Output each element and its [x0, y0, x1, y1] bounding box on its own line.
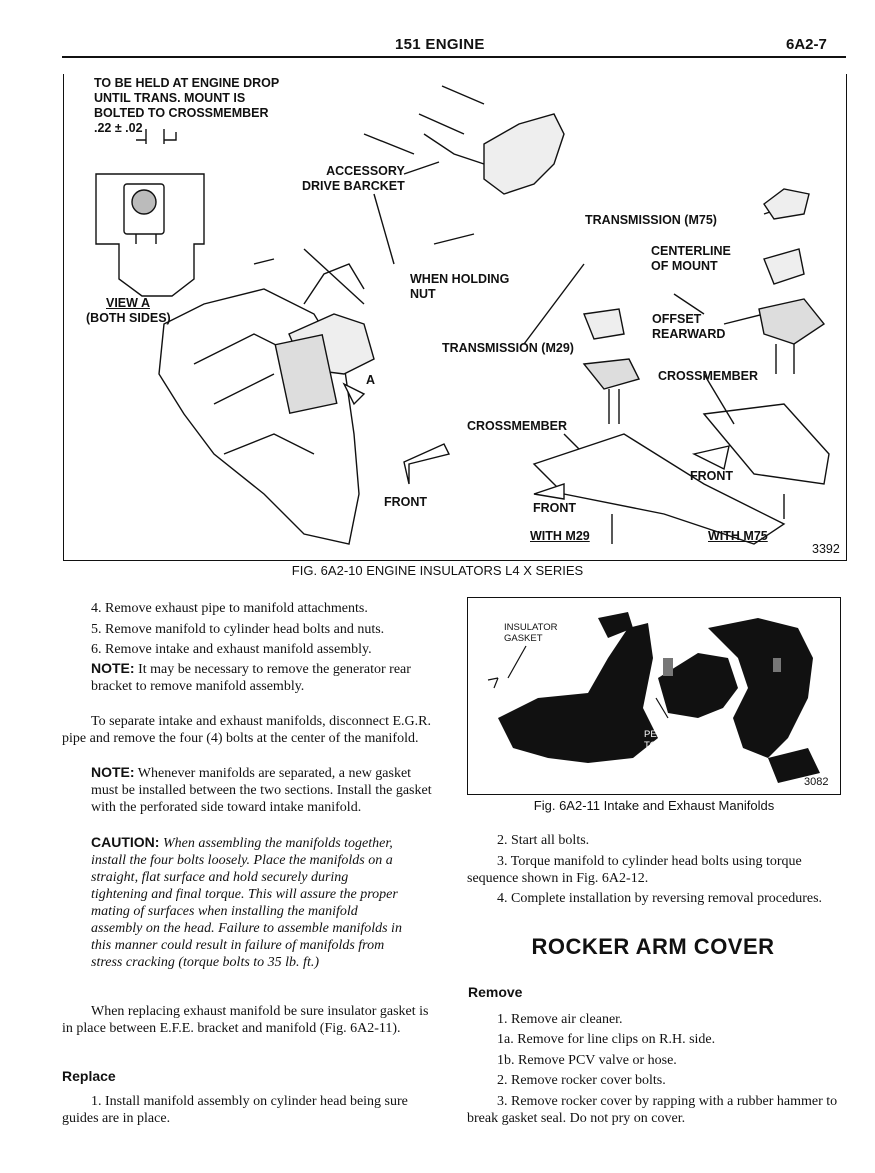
page-header-title: 151 ENGINE	[395, 36, 485, 53]
step-complete-installation: 4. Complete installation by reversing re…	[497, 891, 823, 906]
fig1-label-arrow-a: A	[366, 373, 376, 387]
section-title-rocker-arm-cover: ROCKER ARM COVER	[531, 934, 775, 959]
header-rule	[62, 56, 846, 58]
caution-assembly: CAUTION: When assembling the manifolds t…	[91, 834, 403, 971]
manifold-photo	[468, 598, 840, 794]
note-label: NOTE:	[91, 764, 135, 780]
figure-engine-insulators: TO BE HELD AT ENGINE DROP UNTIL TRANS. M…	[63, 74, 847, 561]
fig1-label-front-mid: FRONT	[533, 501, 577, 515]
paragraph-separate-manifolds: To separate intake and exhaust manifolds…	[62, 714, 431, 746]
note-new-gasket: NOTE: Whenever manifolds are separated, …	[91, 764, 437, 816]
figure1-caption: FIG. 6A2-10 ENGINE INSULATORS L4 X SERIE…	[291, 563, 584, 578]
fig1-label-front-right: FRONT	[690, 469, 734, 483]
figure-intake-exhaust-manifolds: INSULATOR GASKET PERFORATED SIDE TOWARD …	[467, 597, 841, 795]
note-generator-bracket: NOTE: It may be necessary to remove the …	[91, 660, 437, 695]
engine-insulators-illustration	[95, 85, 830, 545]
fig2-number: 3082	[804, 776, 829, 788]
fig1-label-trans-m29: TRANSMISSION (M29)	[442, 341, 574, 355]
fig1-label-trans-m75: TRANSMISSION (M75)	[585, 213, 717, 227]
step-start-bolts: 2. Start all bolts.	[497, 833, 590, 848]
fig1-label-when-holding: WHEN HOLDING NUT	[410, 272, 510, 301]
remove-step-rap-cover: 3. Remove rocker cover by rapping with a…	[467, 1094, 838, 1126]
fig2-label-perforated: PERFORATED SIDE TOWARD INTAKE	[644, 729, 734, 751]
step-remove-manifold-bolts: 5. Remove manifold to cylinder head bolt…	[91, 622, 385, 637]
page-number: 6A2-7	[786, 36, 827, 53]
note-label: NOTE:	[91, 660, 135, 676]
remove-step-pcv-valve: 1b. Remove PCV valve or hose.	[497, 1053, 677, 1068]
fig1-label-crossmember-right: CROSSMEMBER	[658, 369, 759, 383]
fig1-label-top-note: TO BE HELD AT ENGINE DROP UNTIL TRANS. M…	[94, 76, 280, 135]
figure2-caption: Fig. 6A2-11 Intake and Exhaust Manifolds	[533, 798, 775, 813]
fig1-label-centerline: CENTERLINE OF MOUNT	[651, 244, 731, 273]
fig1-label-accessory: ACCESSORY DRIVE BARCKET	[302, 164, 405, 193]
fig1-label-both-sides: (BOTH SIDES)	[86, 311, 171, 325]
fig1-label-with-m29: WITH M29	[530, 529, 590, 543]
step-remove-exhaust-pipe: 4. Remove exhaust pipe to manifold attac…	[91, 601, 368, 616]
fig1-number: 3392	[812, 542, 840, 556]
fig1-label-view-a: VIEW A	[106, 296, 150, 310]
heading-replace: Replace	[62, 1068, 116, 1084]
note-text: Whenever manifolds are separated, a new …	[91, 766, 432, 815]
fig1-label-with-m75: WITH M75	[708, 529, 768, 543]
fig1-label-front-left: FRONT	[384, 495, 428, 509]
remove-step-air-cleaner: 1. Remove air cleaner.	[497, 1012, 623, 1027]
caution-text: When assembling the manifolds together, …	[91, 836, 402, 970]
caution-label: CAUTION:	[91, 834, 160, 850]
fig1-label-offset: OFFSET REARWARD	[652, 312, 726, 341]
step-install-manifold: 1. Install manifold assembly on cylinder…	[62, 1094, 408, 1126]
fig2-label-insulator: INSULATOR GASKET	[504, 622, 558, 644]
step-remove-manifold-assembly: 6. Remove intake and exhaust manifold as…	[91, 642, 372, 657]
step-torque-manifold: 3. Torque manifold to cylinder head bolt…	[467, 854, 802, 886]
heading-remove: Remove	[468, 984, 523, 1000]
paragraph-insulator-gasket: When replacing exhaust manifold be sure …	[62, 1004, 429, 1036]
fig1-label-crossmember-mid: CROSSMEMBER	[467, 419, 568, 433]
note-text: It may be necessary to remove the genera…	[91, 662, 411, 694]
remove-step-line-clips: 1a. Remove for line clips on R.H. side.	[497, 1032, 716, 1047]
remove-step-cover-bolts: 2. Remove rocker cover bolts.	[497, 1073, 666, 1088]
